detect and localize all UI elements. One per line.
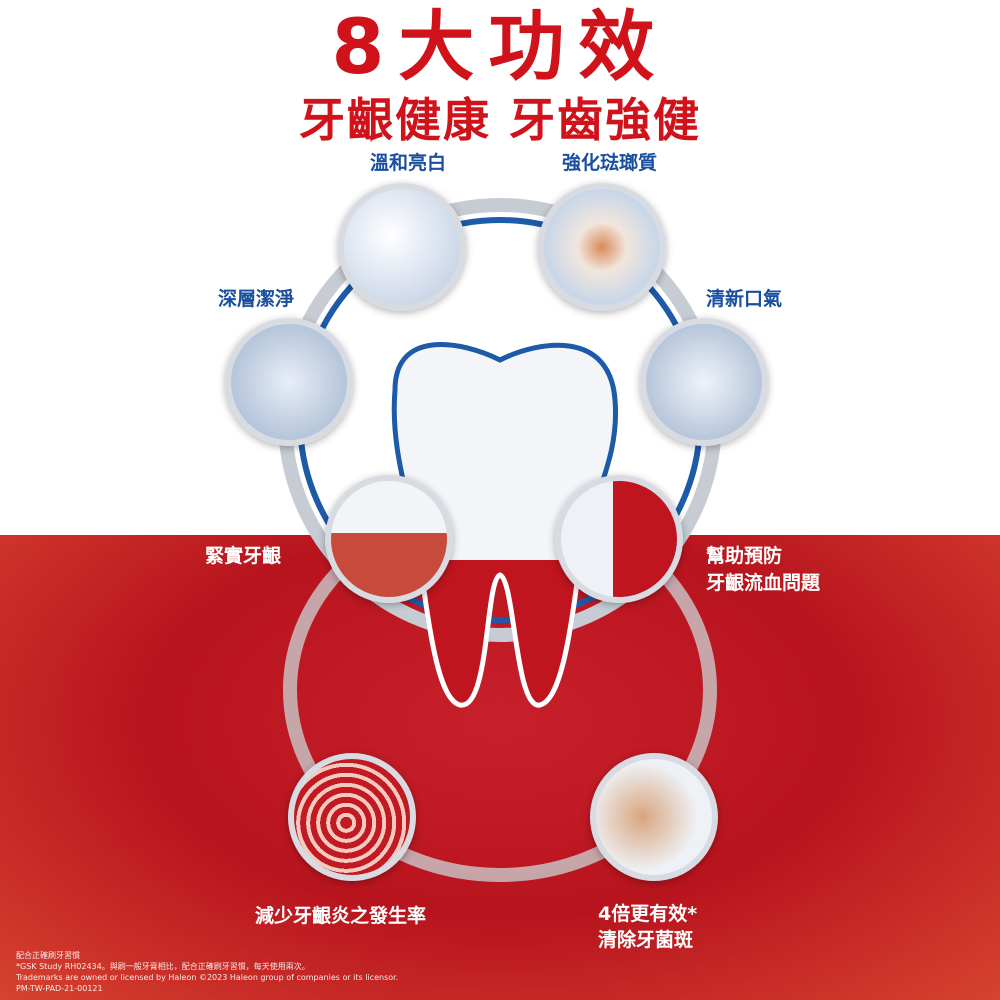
bleeding-gums-image (555, 475, 683, 603)
firm-gums-image (325, 475, 453, 603)
label-firm-gums: 緊實牙齦 (205, 545, 282, 567)
plaque-image (590, 753, 718, 881)
footnote: 配合正確刷牙習慣 *GSK Study RH02434。與刷一般牙膏相比，配合正… (16, 950, 398, 994)
label-4x-effective: 4倍更有效* (598, 903, 698, 925)
label-whitening: 溫和亮白 (370, 152, 447, 174)
footnote-line: 配合正確刷牙習慣 (16, 951, 80, 960)
footnote-line: PM-TW-PAD-21-00121 (16, 984, 103, 993)
label-plaque: 清除牙菌斑 (598, 929, 694, 951)
page-title: 8大功效 (331, 2, 669, 91)
label-prevent: 幫助預防 (706, 545, 783, 567)
label-deep-clean: 深層潔淨 (218, 288, 295, 310)
label-fresh-breath: 清新口氣 (706, 288, 783, 310)
footnote-line: Trademarks are owned or licensed by Hale… (16, 973, 399, 982)
label-enamel: 強化琺瑯質 (562, 152, 658, 174)
label-gingivitis: 減少牙齦炎之發生率 (255, 905, 427, 927)
enamel-image (538, 183, 666, 311)
fresh-breath-image (640, 318, 768, 446)
deep-clean-image (225, 318, 353, 446)
gingivitis-image (288, 753, 416, 881)
page-subtitle: 牙齦健康 牙齒強健 (298, 93, 701, 147)
label-bleeding: 牙齦流血問題 (706, 572, 821, 594)
whitening-image (338, 183, 466, 311)
red-background (0, 535, 1000, 1000)
footnote-line: *GSK Study RH02434。與刷一般牙膏相比，配合正確刷牙習慣，每天使… (16, 962, 310, 971)
